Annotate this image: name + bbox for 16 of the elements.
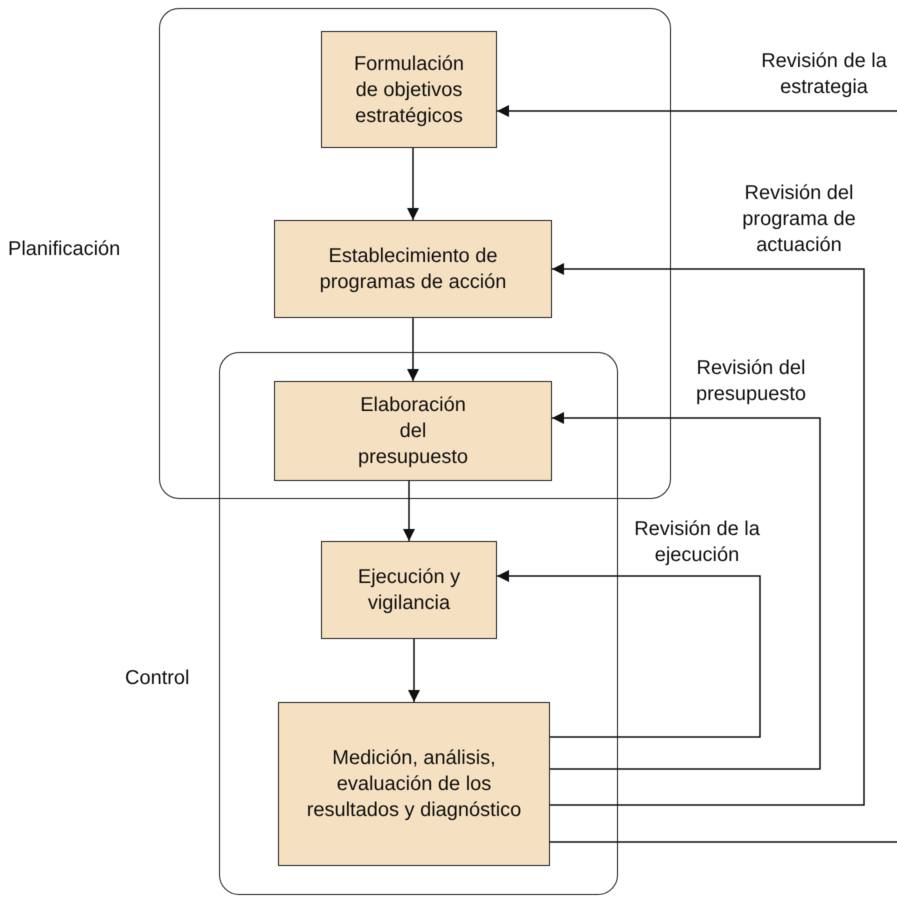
arrow xyxy=(550,263,865,806)
process-box: Ejecución y vigilancia xyxy=(321,541,497,639)
process-box: Medición, análisis, evaluación de los resultados y diagnóstico xyxy=(278,702,550,866)
group-label: Control xyxy=(125,667,190,690)
arrow xyxy=(550,412,821,770)
process-box: Formulación de objetivos estratégicos xyxy=(321,31,497,148)
arrow xyxy=(407,148,419,220)
process-box: Elaboración del presupuesto xyxy=(274,381,552,481)
arrow xyxy=(497,570,761,738)
connector-line xyxy=(550,841,897,843)
arrow xyxy=(497,105,897,117)
process-box: Establecimiento de programas de acción xyxy=(274,220,552,318)
arrow xyxy=(407,318,419,381)
arrow xyxy=(408,639,420,702)
group-label: Planificación xyxy=(8,238,120,261)
arrow xyxy=(403,481,415,541)
